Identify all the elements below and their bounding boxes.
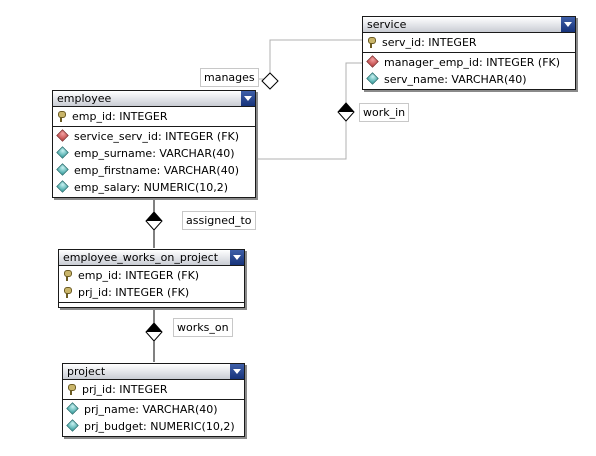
- attribute-label: serv_id: INTEGER: [382, 36, 477, 49]
- attribute-label: service_serv_id: INTEGER (FK): [74, 130, 240, 143]
- attribute-label: prj_id: INTEGER (FK): [78, 286, 190, 299]
- dropdown-arrow-icon[interactable]: [561, 17, 575, 32]
- column-icon: [56, 163, 69, 176]
- manages-diamond-icon: [261, 72, 279, 90]
- entity-title: employee_works_on_project: [63, 251, 219, 264]
- attribute-row[interactable]: serv_name: VARCHAR(40): [363, 71, 575, 88]
- key-icon: [63, 287, 72, 298]
- entity-title: service: [367, 18, 407, 31]
- entity-header[interactable]: employee_works_on_project: [59, 250, 244, 266]
- key-icon: [67, 384, 76, 395]
- column-icon: [66, 419, 79, 432]
- primary-key-section: emp_id: INTEGER (FK) prj_id: INTEGER (FK…: [59, 266, 244, 302]
- works_on-label[interactable]: works_on: [173, 318, 233, 337]
- primary-key-section: emp_id: INTEGER: [53, 107, 255, 126]
- entity-project[interactable]: project prj_id: INTEGER prj_name: VARCHA…: [62, 363, 245, 437]
- attribute-label: serv_name: VARCHAR(40): [384, 73, 527, 86]
- assigned_to-label[interactable]: assigned_to: [182, 211, 256, 230]
- entity-title: employee: [57, 92, 112, 105]
- attribute-label: emp_salary: NUMERIC(10,2): [74, 181, 229, 194]
- foreign-key-icon: [366, 55, 379, 68]
- primary-key-section: prj_id: INTEGER: [63, 380, 244, 399]
- attribute-label: prj_id: INTEGER: [82, 383, 168, 396]
- entity-employee[interactable]: employee emp_id: INTEGER service_serv_id…: [52, 90, 256, 198]
- column-icon: [66, 402, 79, 415]
- attribute-label: emp_surname: VARCHAR(40): [74, 147, 235, 160]
- dropdown-arrow-icon[interactable]: [241, 91, 255, 106]
- dropdown-arrow-icon[interactable]: [230, 364, 244, 379]
- attributes-section: [59, 302, 244, 307]
- attribute-label: prj_name: VARCHAR(40): [84, 403, 218, 416]
- manages-connector[interactable]: [254, 39, 362, 80]
- attribute-row[interactable]: emp_id: INTEGER: [53, 108, 255, 125]
- primary-key-section: serv_id: INTEGER: [363, 33, 575, 52]
- foreign-key-icon: [56, 129, 69, 142]
- attribute-row[interactable]: emp_id: INTEGER (FK): [59, 267, 244, 284]
- entity-employee-works-on-project[interactable]: employee_works_on_project emp_id: INTEGE…: [58, 249, 245, 308]
- column-icon: [56, 146, 69, 159]
- attribute-row[interactable]: emp_surname: VARCHAR(40): [53, 145, 255, 162]
- entity-header[interactable]: project: [63, 364, 244, 380]
- attributes-section: manager_emp_id: INTEGER (FK) serv_name: …: [363, 52, 575, 89]
- column-icon: [56, 180, 69, 193]
- attribute-label: emp_firstname: VARCHAR(40): [74, 164, 239, 177]
- attribute-label: prj_budget: NUMERIC(10,2): [84, 420, 235, 433]
- attributes-section: service_serv_id: INTEGER (FK) emp_surnam…: [53, 126, 255, 197]
- entity-title: project: [67, 365, 106, 378]
- manages-label[interactable]: manages: [200, 68, 259, 87]
- entity-service[interactable]: service serv_id: INTEGER manager_emp_id:…: [362, 16, 576, 90]
- key-icon: [63, 270, 72, 281]
- work_in-label[interactable]: work_in: [359, 103, 410, 122]
- attribute-row[interactable]: prj_id: INTEGER: [63, 381, 244, 398]
- attribute-row[interactable]: emp_firstname: VARCHAR(40): [53, 162, 255, 179]
- attribute-row[interactable]: service_serv_id: INTEGER (FK): [53, 128, 255, 145]
- attribute-row[interactable]: prj_budget: NUMERIC(10,2): [63, 418, 244, 435]
- key-icon: [367, 37, 376, 48]
- attribute-label: manager_emp_id: INTEGER (FK): [384, 56, 561, 69]
- column-icon: [366, 72, 379, 85]
- attributes-section: prj_name: VARCHAR(40) prj_budget: NUMERI…: [63, 399, 244, 436]
- attribute-row[interactable]: emp_salary: NUMERIC(10,2): [53, 179, 255, 196]
- entity-header[interactable]: service: [363, 17, 575, 33]
- key-icon: [57, 111, 66, 122]
- attribute-row[interactable]: serv_id: INTEGER: [363, 34, 575, 51]
- attribute-row[interactable]: prj_name: VARCHAR(40): [63, 401, 244, 418]
- attribute-row[interactable]: manager_emp_id: INTEGER (FK): [363, 54, 575, 71]
- dropdown-arrow-icon[interactable]: [230, 250, 244, 265]
- attribute-row[interactable]: prj_id: INTEGER (FK): [59, 284, 244, 301]
- attribute-label: emp_id: INTEGER: [72, 110, 168, 123]
- attribute-label: emp_id: INTEGER (FK): [78, 269, 200, 282]
- entity-header[interactable]: employee: [53, 91, 255, 107]
